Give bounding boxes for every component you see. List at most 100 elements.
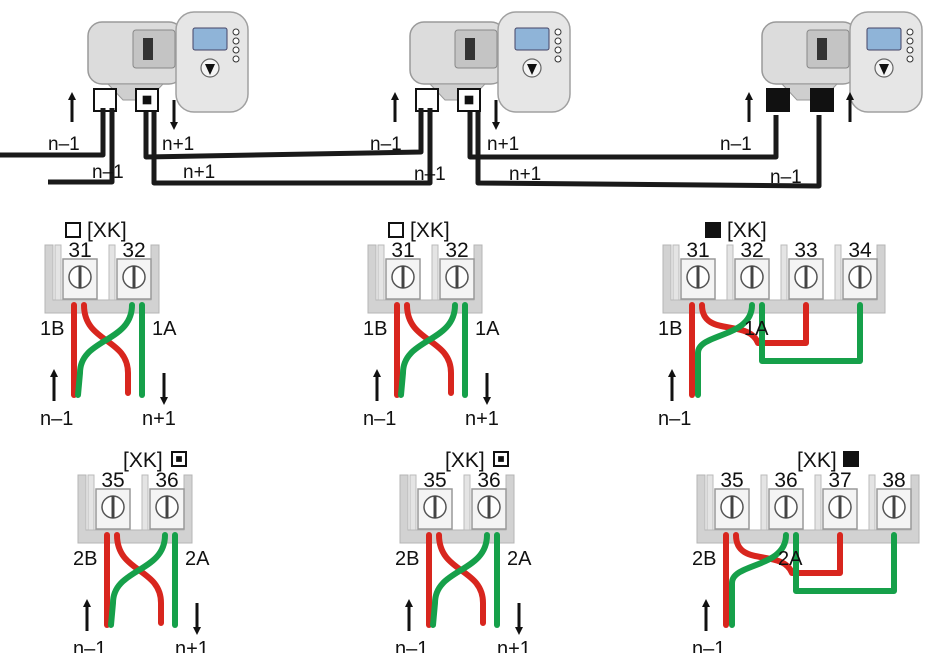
header-symbol [843,451,859,467]
motor-cover [132,29,176,69]
indicator-led-icon [906,46,914,54]
wires [71,302,145,398]
indicator-led-icon [554,28,562,36]
terminal-number: 31 [391,239,414,262]
connector-left-symbol [766,88,790,112]
terminal-separator [377,244,385,301]
terminal-separator [814,474,822,531]
indicator-led-icon [554,55,562,63]
wire-red-cross [404,302,454,396]
terminal-number: 32 [445,239,468,262]
wire-label-left: 1B [40,318,64,340]
connector-right-symbol [810,88,834,112]
terminal-separator [672,244,680,301]
terminal-separator [108,244,116,301]
foot-label-left: n–1 [692,638,725,653]
foot-label-left: n–1 [73,638,106,653]
wire-red-cross [436,532,486,626]
wire-green-cross [398,302,458,398]
indicator-led-icon [906,37,914,45]
terminal-separator [760,474,768,531]
terminal-block-4: [XK]35 36 2B 2A n–1 n+1 [73,449,210,653]
actuator-row [87,11,923,113]
wire-label-left: 2B [395,548,419,570]
block-header: [XK] [445,449,485,472]
bus-label: n+1 [509,164,541,185]
handwheel-slot [465,38,475,60]
terminal-separator [87,474,95,531]
display-icon [514,27,550,51]
wire-label-right: 2A [185,548,210,570]
foot-label-right: n+1 [497,638,531,653]
terminal-number: 35 [101,469,124,492]
handwheel-slot [817,38,827,60]
terminal-number: 31 [68,239,91,262]
display-icon [192,27,228,51]
wire-green-jumper [759,302,863,364]
terminal-number: 32 [122,239,145,262]
bus-label: n–1 [48,134,80,155]
indicator-led-icon [232,55,240,63]
bus-line-upper-3 [467,112,779,160]
wire-label-right: 1A [744,318,769,340]
wire-green-cross [729,532,789,628]
wire-label-left: 2B [73,548,97,570]
bus-line-lower-2 [151,108,433,186]
wire-green-jumper [793,532,897,594]
terminal-separator [54,244,62,301]
indicator-led-icon [232,46,240,54]
wire-green-cross [430,532,490,628]
terminal-separator [409,474,417,531]
wire-red-cross [114,532,164,626]
bus-label: n–1 [92,162,124,183]
bus-line-lower-3 [475,112,822,189]
connector-left-symbol [415,88,439,112]
indicator-led-icon [906,28,914,36]
terminal-number: 37 [828,469,851,492]
foot-label-left: n–1 [363,408,396,430]
motor-cover [454,29,498,69]
actuator-2 [409,11,571,113]
wire-red-cross [81,302,131,396]
bus-label: n+1 [487,134,519,155]
block-header: [XK] [410,219,450,242]
indicator-led-icon [554,37,562,45]
wires [689,302,863,398]
header-symbol [171,451,187,467]
indicator-led-icon [232,37,240,45]
wires [104,532,178,628]
block-header: [XK] [727,219,767,242]
wire-label-right: 1A [475,318,500,340]
terminal-separator [868,474,876,531]
bus-line-upper-2 [143,108,424,160]
foot-label-right: n+1 [175,638,209,653]
terminal-number: 31 [686,239,709,262]
wire-label-left: 1B [363,318,387,340]
display-icon [866,27,902,51]
bus-label: n+1 [162,134,194,155]
terminal-separator [463,474,471,531]
block-header: [XK] [123,449,163,472]
bus-line-lower-1 [48,108,115,185]
wire-label-left: 1B [658,318,682,340]
terminal-number: 38 [882,469,905,492]
bus-label: n–1 [370,134,402,155]
selector-pointer-icon [527,64,537,75]
foot-label-left: n–1 [395,638,428,653]
terminal-separator [706,474,714,531]
handwheel-slot [143,38,153,60]
foot-label-left: n–1 [658,408,691,430]
terminal-separator [726,244,734,301]
terminal-number: 36 [155,469,178,492]
connector-right-symbol [135,88,159,112]
wire-label-right: 1A [152,318,177,340]
actuator-1 [87,11,249,113]
terminal-number: 33 [794,239,817,262]
wires [426,532,500,628]
wires [394,302,468,398]
header-symbol [705,222,721,238]
bus-cables [0,108,822,189]
